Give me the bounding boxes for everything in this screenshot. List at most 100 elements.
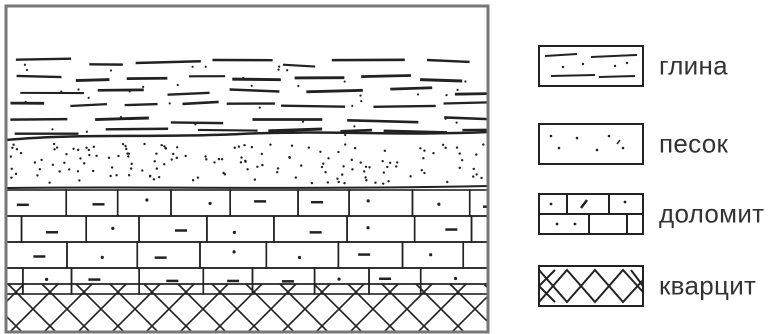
sand-dot (387, 180, 389, 182)
clay-dot (278, 66, 280, 68)
sand-dot (475, 153, 477, 155)
clay-stroke (182, 102, 218, 104)
sand-dot (365, 166, 367, 168)
sand-dot (77, 149, 79, 151)
clay-stroke (268, 129, 322, 131)
sand-dot (319, 151, 321, 153)
sand-boundary (6, 186, 488, 188)
clay-dot (25, 101, 27, 103)
dolomite-dot (101, 256, 104, 259)
dolomite-dot (298, 256, 301, 259)
clay-dot (205, 66, 207, 68)
dolomite-dot (111, 227, 114, 230)
sand-dot (343, 182, 345, 184)
sand-dot (360, 161, 362, 163)
sand-dot (164, 147, 166, 149)
sand-dot (10, 155, 12, 157)
clay-dot (26, 69, 28, 71)
dolomite-brick (118, 190, 171, 216)
sand-dot (364, 176, 366, 178)
sand-dot (83, 162, 85, 164)
clay-dot (445, 94, 447, 96)
sand-dot (421, 169, 423, 171)
clay-dot (456, 89, 458, 91)
sand-dot (368, 166, 370, 168)
sand-dot (277, 167, 279, 169)
dolomite-dot (208, 202, 211, 205)
sand-dot (389, 162, 391, 164)
dolomite-brick (274, 216, 347, 242)
sand-dot (158, 176, 160, 178)
dolomite-brick (472, 216, 500, 242)
sand-dot (472, 175, 474, 177)
sand-dot (256, 166, 258, 168)
sand-dot (40, 159, 42, 161)
sand-dot (300, 164, 302, 166)
dolomite-brick (0, 216, 22, 242)
sand-dot (52, 164, 54, 166)
sand-dot (36, 174, 38, 176)
sand-dot (153, 178, 155, 180)
clay-stroke (125, 104, 158, 105)
sand-dot (184, 155, 186, 157)
sand-dot (432, 152, 434, 154)
dolomite-brick (338, 242, 402, 268)
sand-dot (16, 148, 18, 150)
dolomite-brick (200, 242, 266, 268)
sand-dot (374, 182, 376, 184)
sand-dot (117, 155, 119, 157)
sand-dot (218, 158, 220, 160)
sand-dot (39, 168, 41, 170)
dolomite-brick (22, 216, 87, 242)
clay-stroke (427, 60, 470, 62)
clay-dot (259, 106, 261, 108)
sand-dot (156, 167, 158, 169)
sand-dot (254, 178, 256, 180)
clay-stroke (70, 104, 107, 106)
sand-dot (324, 171, 326, 173)
sand-dot (395, 165, 397, 167)
dolomite-dot (429, 253, 432, 256)
sand-dot (276, 171, 278, 173)
clay-dot (417, 93, 419, 95)
sand-dot (351, 168, 353, 170)
sand-dot (337, 151, 339, 153)
legend-item-quartzite: кварцит (537, 262, 777, 310)
sand-dot (461, 159, 463, 161)
sand-dot (10, 176, 12, 178)
sand-dot (243, 144, 245, 146)
sand-dot (396, 161, 398, 163)
sand-dot (363, 170, 365, 172)
sand-dot (240, 156, 242, 158)
dolomite-brick (298, 190, 349, 216)
dolomite-brick (139, 216, 207, 242)
clay-stroke (444, 102, 500, 104)
dolomite-dot (45, 278, 48, 281)
sand-dot (176, 157, 178, 159)
sand-dot (456, 146, 458, 148)
sand-dot (205, 158, 207, 160)
sand-dot (15, 173, 17, 175)
sand-dot (308, 146, 310, 148)
clay-dot (142, 86, 144, 88)
sand-dot (79, 157, 81, 159)
clay-stroke (17, 76, 62, 77)
clay-stroke (168, 93, 210, 95)
clay-dot (251, 85, 253, 87)
dolomite-dot (367, 199, 370, 202)
clay-swatch (537, 42, 647, 90)
clay-dot (242, 77, 244, 79)
dolomite-layer (0, 190, 500, 294)
clay-dot (129, 90, 131, 92)
sand-dot (93, 146, 95, 148)
sand-dot (34, 161, 36, 163)
clay-dot (77, 88, 79, 90)
sand-dot (141, 169, 143, 171)
dolomite-brick (0, 268, 23, 294)
sand-dot (130, 167, 132, 169)
sand-dot (78, 179, 80, 181)
clay-stroke (361, 76, 411, 77)
sand-dot (459, 167, 461, 169)
clay-dot (24, 64, 26, 66)
legend-label-clay: глина (659, 51, 728, 82)
